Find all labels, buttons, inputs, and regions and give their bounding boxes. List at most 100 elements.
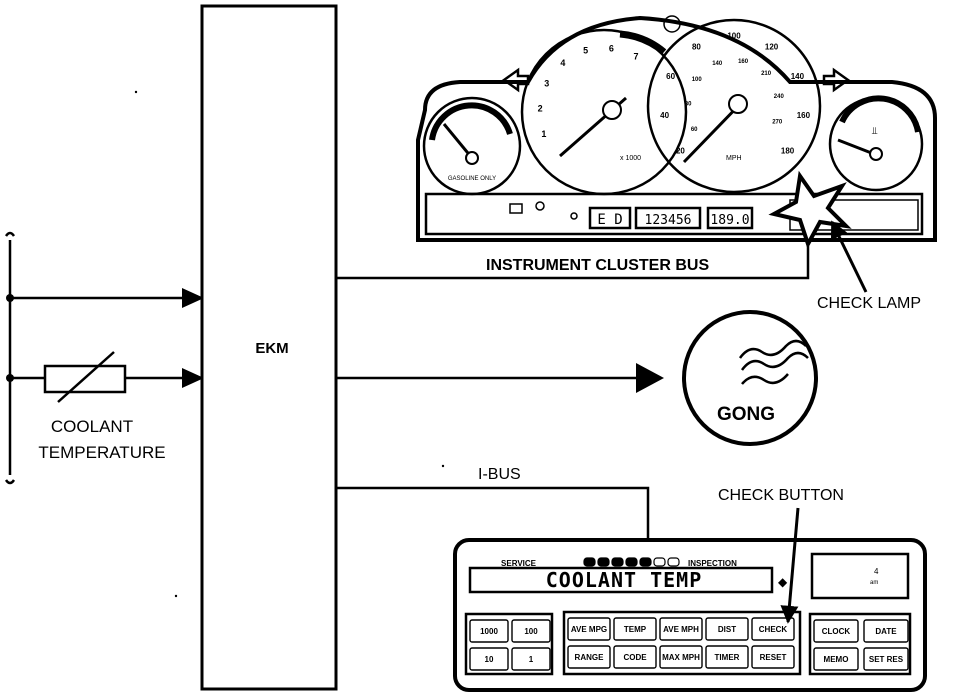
tach-number: 6 <box>609 43 614 53</box>
obc-ave-mph-button[interactable]: AVE MPH <box>659 617 703 641</box>
obc-clock-window <box>810 552 910 600</box>
obc-temp-button[interactable]: TEMP <box>613 617 657 641</box>
warning-light-icon <box>509 203 523 214</box>
odometer-text: 123456 <box>645 213 692 228</box>
speedo-number: 160 <box>797 111 811 120</box>
indicator-icon <box>663 15 681 33</box>
speedo-inner-number: 270 <box>772 120 783 126</box>
obc-max-mph-button[interactable]: MAX MPH <box>659 645 703 669</box>
speedo-number: 40 <box>660 111 669 120</box>
speedo-inner-number: 80 <box>685 102 692 108</box>
button-label: 1 <box>529 655 534 664</box>
obc-100-button[interactable]: 100 <box>511 619 551 643</box>
speedo-inner-number: 100 <box>692 77 703 83</box>
obc-range-button[interactable]: RANGE <box>567 645 611 669</box>
tach-number: 2 <box>538 103 543 113</box>
button-label: CODE <box>623 653 647 662</box>
service-lamp <box>667 557 680 567</box>
coolant-label-line1: COOLANT <box>51 417 133 436</box>
warning-light-icon-3 <box>570 212 578 220</box>
button-label: TIMER <box>715 653 740 662</box>
speedo-inner-number: 60 <box>691 127 698 133</box>
gong-arrow <box>636 363 664 393</box>
temperature-gauge: ⫫ <box>828 95 924 192</box>
obc-reset-button[interactable]: RESET <box>751 645 795 669</box>
speedo-number: 60 <box>666 72 675 81</box>
obc-10-button[interactable]: 10 <box>469 647 509 671</box>
obc-date-button[interactable]: DATE <box>863 619 909 643</box>
fuel-gauge-text: GASOLINE ONLY <box>448 176 496 182</box>
instrument-cluster-bus-label: INSTRUMENT CLUSTER BUS <box>486 257 709 274</box>
service-lamp <box>597 557 610 567</box>
button-label: 100 <box>524 627 538 636</box>
gong-label: GONG <box>717 404 775 425</box>
trip-meter <box>706 206 754 230</box>
obc-clock-digit: 4 <box>874 567 879 576</box>
obc-1-button[interactable]: 1 <box>511 647 551 671</box>
check-lamp-indicator: CHECK LAMP <box>768 170 921 312</box>
obc-1000-button[interactable]: 1000 <box>469 619 509 643</box>
obc-header-right: INSPECTION <box>688 559 737 568</box>
speedo-number: 20 <box>676 147 685 156</box>
button-label: AVE MPH <box>663 625 699 634</box>
speedo-inner-number: 140 <box>712 61 723 67</box>
service-lamp <box>625 557 638 567</box>
obc-header-left: SERVICE <box>501 559 537 568</box>
obc-dist-button[interactable]: DIST <box>705 617 749 641</box>
check-button-indicator: CHECK BUTTON <box>718 487 844 624</box>
speedo-unit: MPH <box>726 155 742 162</box>
obc-service-lamps <box>583 557 680 567</box>
check-lamp-label: CHECK LAMP <box>817 295 921 312</box>
input-wiring: COOLANT TEMPERATURE <box>4 231 204 485</box>
warning-light-icon-2 <box>535 201 545 211</box>
button-label: 1000 <box>480 627 498 636</box>
button-label: TEMP <box>624 625 647 634</box>
service-lamp <box>583 557 596 567</box>
check-lamp-star-icon <box>768 170 852 249</box>
odometer <box>634 206 702 230</box>
input-arrow-coolant <box>182 368 204 388</box>
button-label: DATE <box>875 627 897 636</box>
obc-memo-button[interactable]: MEMO <box>813 647 859 671</box>
check-button-label: CHECK BUTTON <box>718 487 844 504</box>
right-turn-icon <box>822 67 851 93</box>
obc-set-res-button[interactable]: SET RES <box>863 647 909 671</box>
gear-display-text: E D <box>597 212 622 228</box>
speedo-inner-number: 210 <box>761 71 772 77</box>
obc-clock-unit: am <box>870 580 878 586</box>
trip-meter-text: 189.0 <box>710 213 749 228</box>
temp-gauge-mark: ⫫ <box>872 126 878 137</box>
tach-number: 1 <box>541 129 546 139</box>
speedo-number: 140 <box>791 72 805 81</box>
obc-display-marker: ◆ <box>778 575 788 589</box>
speedo-number: 80 <box>692 43 701 52</box>
speedo-number: 180 <box>781 147 795 156</box>
tach-number: 3 <box>544 78 549 88</box>
speedo-inner-number: 160 <box>738 59 749 65</box>
speedo-number: 100 <box>727 32 741 41</box>
warning-panel <box>424 192 924 236</box>
button-label: 10 <box>485 655 494 664</box>
input-arrow-top <box>182 288 204 308</box>
obc-display <box>468 566 774 594</box>
fuel-gauge: GASOLINE ONLY <box>422 96 522 196</box>
service-lamp <box>653 557 666 567</box>
tach-unit: x 1000 <box>620 155 641 162</box>
button-label: RANGE <box>575 653 605 662</box>
ekm-label: EKM <box>255 340 288 357</box>
obc-display-text: COOLANT TEMP <box>546 568 703 592</box>
button-label: RESET <box>760 653 787 662</box>
gear-display <box>588 206 632 230</box>
ibus-label: I-BUS <box>478 466 521 483</box>
obc-code-button[interactable]: CODE <box>613 645 657 669</box>
button-label: SET RES <box>869 655 904 664</box>
button-label: CLOCK <box>822 627 851 636</box>
tach-number: 4 <box>560 58 565 68</box>
obc-clock-button[interactable]: CLOCK <box>813 619 859 643</box>
obc-ave-mpg-button[interactable]: AVE MPG <box>567 617 611 641</box>
obc-timer-button[interactable]: TIMER <box>705 645 749 669</box>
button-label: MEMO <box>824 655 849 664</box>
